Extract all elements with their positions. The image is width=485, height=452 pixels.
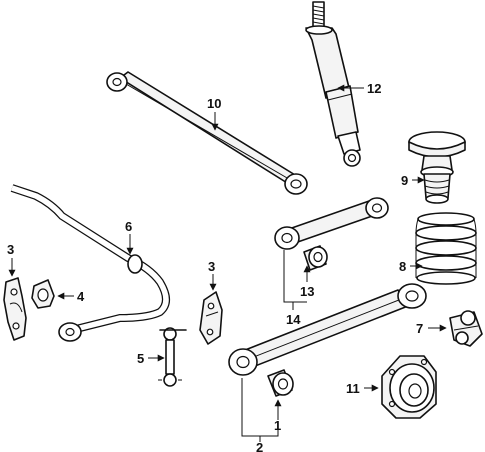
link-bushing bbox=[303, 245, 328, 271]
callout-5: 5 bbox=[137, 351, 144, 366]
upper-spring-insulator bbox=[408, 131, 466, 204]
callout-11: 11 bbox=[346, 381, 360, 396]
callout-3-right: 3 bbox=[208, 259, 215, 274]
lower-lateral-link bbox=[228, 283, 427, 376]
callout-12: 12 bbox=[367, 81, 381, 96]
callout-7: 7 bbox=[416, 321, 423, 336]
callout-6: 6 bbox=[125, 219, 132, 234]
upper-control-arm bbox=[106, 71, 308, 195]
stabilizer-bar bbox=[10, 184, 170, 342]
leader-lines bbox=[8, 84, 447, 442]
stabilizer-bracket-right bbox=[199, 291, 223, 345]
lateral-link-upper bbox=[274, 197, 389, 250]
callout-10: 10 bbox=[207, 96, 221, 111]
callout-9: 9 bbox=[401, 173, 408, 188]
callout-13: 13 bbox=[300, 284, 314, 299]
callout-8: 8 bbox=[399, 259, 406, 274]
callout-2: 2 bbox=[256, 440, 263, 452]
callout-14: 14 bbox=[286, 312, 301, 327]
coil-spring bbox=[415, 212, 477, 285]
wheel-hub-bearing bbox=[381, 355, 437, 419]
callout-labels: 12 10 9 8 6 3 4 3 5 13 14 7 11 1 2 bbox=[7, 81, 423, 452]
ball-joint bbox=[449, 310, 483, 347]
stabilizer-bracket-left bbox=[3, 277, 27, 341]
callout-1: 1 bbox=[274, 418, 281, 433]
shock-absorber bbox=[305, 1, 361, 167]
callout-4: 4 bbox=[77, 289, 85, 304]
stabilizer-bushing bbox=[31, 279, 55, 309]
lower-link-bushing bbox=[267, 369, 294, 397]
callout-3-left: 3 bbox=[7, 242, 14, 257]
stabilizer-link bbox=[158, 327, 187, 387]
